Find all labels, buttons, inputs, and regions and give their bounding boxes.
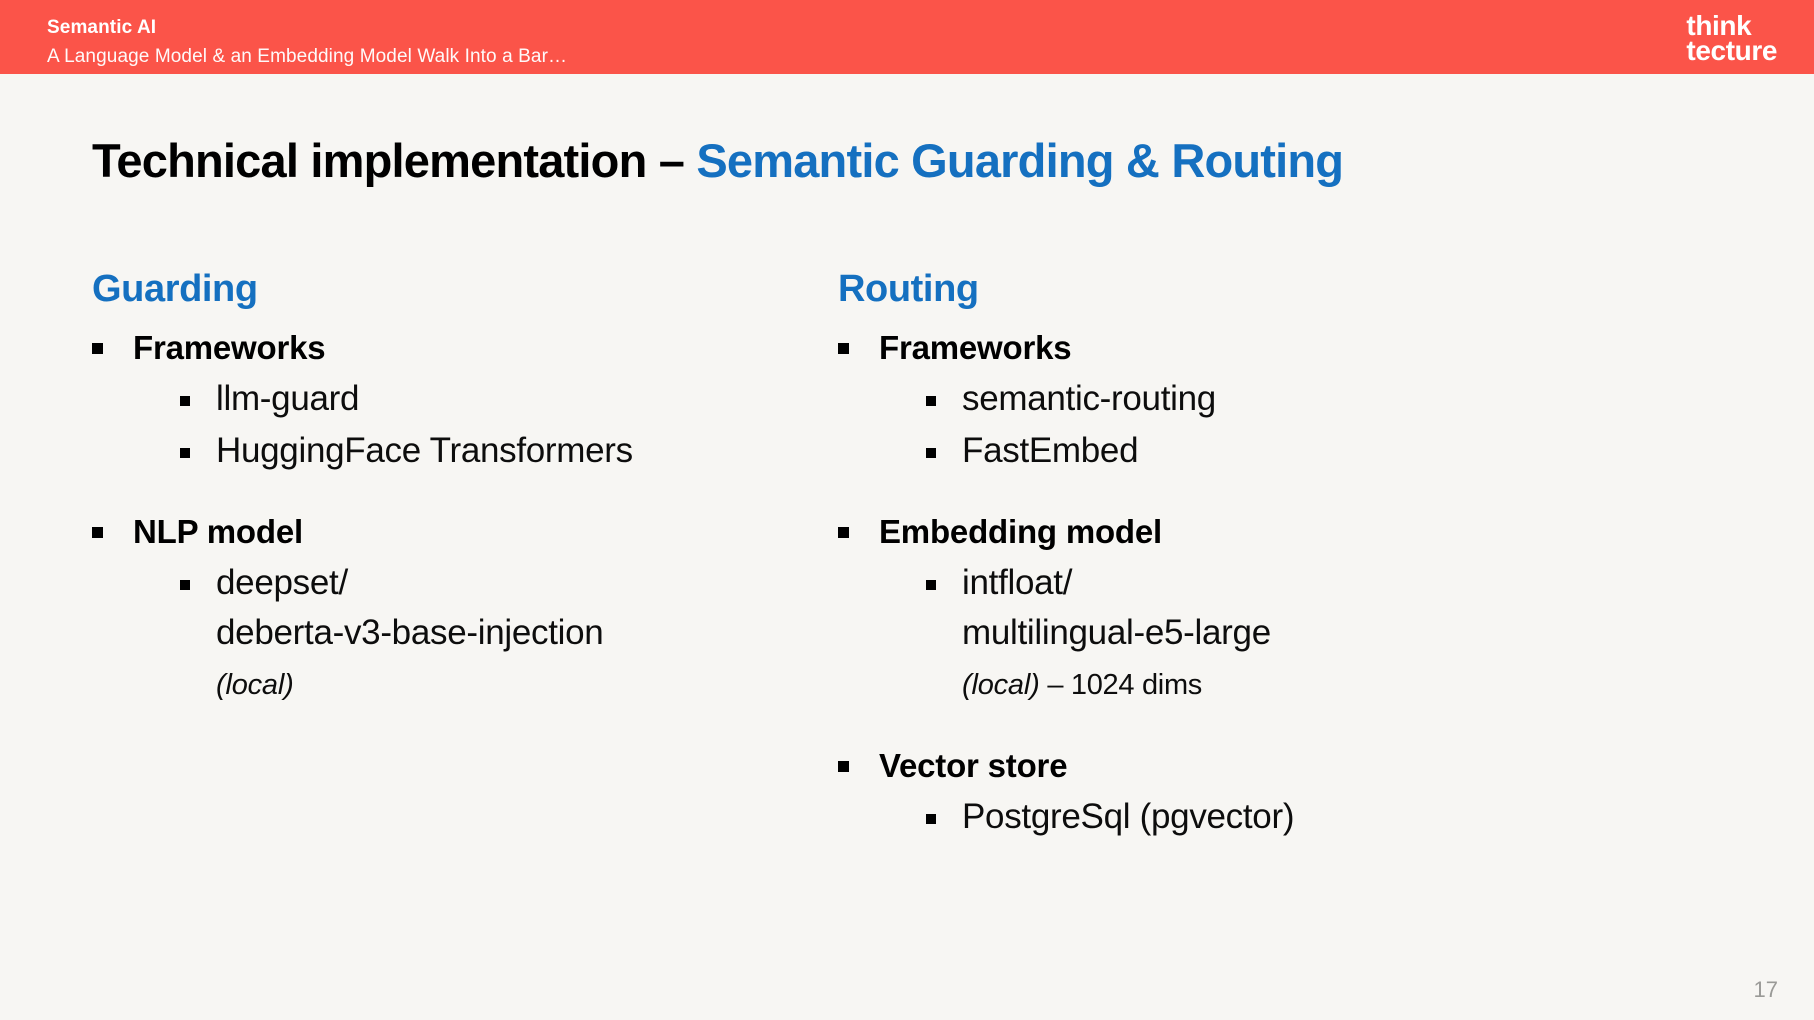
sub-bullet-model: intfloat/ multilingual-e5-large (local) … — [962, 558, 1271, 710]
square-bullet-icon — [180, 396, 190, 406]
header-bar: Semantic AI A Language Model & an Embedd… — [0, 0, 1814, 74]
bullet-group-frameworks: Frameworks llm-guard HuggingFace Transfo… — [92, 326, 852, 476]
thinktecture-logo: think tecture — [1686, 10, 1777, 66]
bullet-group-nlp-model: NLP model deepset/ deberta-v3-base-injec… — [92, 510, 852, 710]
list-item: llm-guard — [180, 374, 852, 424]
list-item: HuggingFace Transformers — [180, 426, 852, 476]
list-item: intfloat/ multilingual-e5-large (local) … — [926, 558, 1638, 710]
bullet-group-embedding-model: Embedding model intfloat/ multilingual-e… — [838, 510, 1638, 710]
bullet-label: Embedding model — [879, 513, 1163, 550]
bullet-item-embedding-model: Embedding model — [838, 510, 1638, 554]
square-bullet-icon — [838, 527, 849, 538]
header-titles: Semantic AI A Language Model & an Embedd… — [47, 16, 567, 71]
sub-bullet-list: semantic-routing FastEmbed — [838, 374, 1638, 476]
page-title: Technical implementation – Semantic Guar… — [92, 133, 1344, 188]
bullet-group-frameworks: Frameworks semantic-routing FastEmbed — [838, 326, 1638, 476]
deck-title: Semantic AI — [47, 17, 157, 38]
bullet-list-guarding: Frameworks llm-guard HuggingFace Transfo… — [92, 326, 852, 710]
sub-bullet-model: deepset/ deberta-v3-base-injection (loca… — [216, 558, 604, 710]
column-heading-guarding: Guarding — [92, 268, 258, 310]
logo-line-think: think — [1686, 10, 1752, 41]
bullet-item-vector-store: Vector store — [838, 744, 1638, 788]
bullet-label: Vector store — [879, 747, 1068, 784]
bullet-label: Frameworks — [133, 329, 326, 366]
sub-bullet-label: HuggingFace Transformers — [216, 431, 633, 470]
square-bullet-icon — [926, 448, 936, 458]
model-note: (local) — [216, 669, 294, 701]
sub-bullet-list: deepset/ deberta-v3-base-injection (loca… — [92, 558, 852, 710]
sub-bullet-label: semantic-routing — [962, 379, 1216, 418]
square-bullet-icon — [92, 527, 103, 538]
bullet-item-frameworks: Frameworks — [92, 326, 852, 370]
sub-bullet-label: FastEmbed — [962, 431, 1139, 470]
list-item: semantic-routing — [926, 374, 1638, 424]
square-bullet-icon — [926, 396, 936, 406]
bullet-group-vector-store: Vector store PostgreSql (pgvector) — [838, 744, 1638, 842]
page-title-accent: Semantic Guarding & Routing — [696, 134, 1344, 187]
column-heading-routing: Routing — [838, 268, 979, 310]
sub-bullet-label: llm-guard — [216, 379, 360, 418]
square-bullet-icon — [92, 343, 103, 354]
list-item: deepset/ deberta-v3-base-injection (loca… — [180, 558, 852, 710]
page-title-main: Technical implementation – — [92, 134, 697, 187]
square-bullet-icon — [838, 343, 849, 354]
model-namespace: deepset/ — [216, 563, 348, 602]
page-number: 17 — [1753, 977, 1778, 1002]
list-item: FastEmbed — [926, 426, 1638, 476]
square-bullet-icon — [838, 761, 849, 772]
deck-subtitle: A Language Model & an Embedding Model Wa… — [47, 46, 568, 67]
model-namespace: intfloat/ — [962, 563, 1073, 602]
square-bullet-icon — [180, 448, 190, 458]
bullet-list-routing: Frameworks semantic-routing FastEmbed — [838, 326, 1638, 842]
square-bullet-icon — [180, 580, 190, 590]
sub-bullet-list: llm-guard HuggingFace Transformers — [92, 374, 852, 476]
bullet-label: Frameworks — [879, 329, 1072, 366]
list-item: PostgreSql (pgvector) — [926, 792, 1638, 842]
bullet-item-nlp-model: NLP model — [92, 510, 852, 554]
bullet-label: NLP model — [133, 513, 303, 550]
model-note: (local) — [962, 669, 1040, 701]
sub-bullet-list: PostgreSql (pgvector) — [838, 792, 1638, 842]
column-guarding: Guarding Frameworks llm-guard HuggingFac… — [92, 266, 852, 712]
model-name: multilingual-e5-large — [962, 613, 1271, 652]
square-bullet-icon — [926, 580, 936, 590]
model-name: deberta-v3-base-injection — [216, 613, 604, 652]
square-bullet-icon — [926, 814, 936, 824]
sub-bullet-label: PostgreSql (pgvector) — [962, 797, 1295, 836]
column-routing: Routing Frameworks semantic-routing Fast… — [838, 266, 1638, 844]
model-note-suffix: – 1024 dims — [1039, 669, 1203, 701]
bullet-item-frameworks: Frameworks — [838, 326, 1638, 370]
logo-line-tecture: tecture — [1686, 35, 1777, 66]
sub-bullet-list: intfloat/ multilingual-e5-large (local) … — [838, 558, 1638, 710]
